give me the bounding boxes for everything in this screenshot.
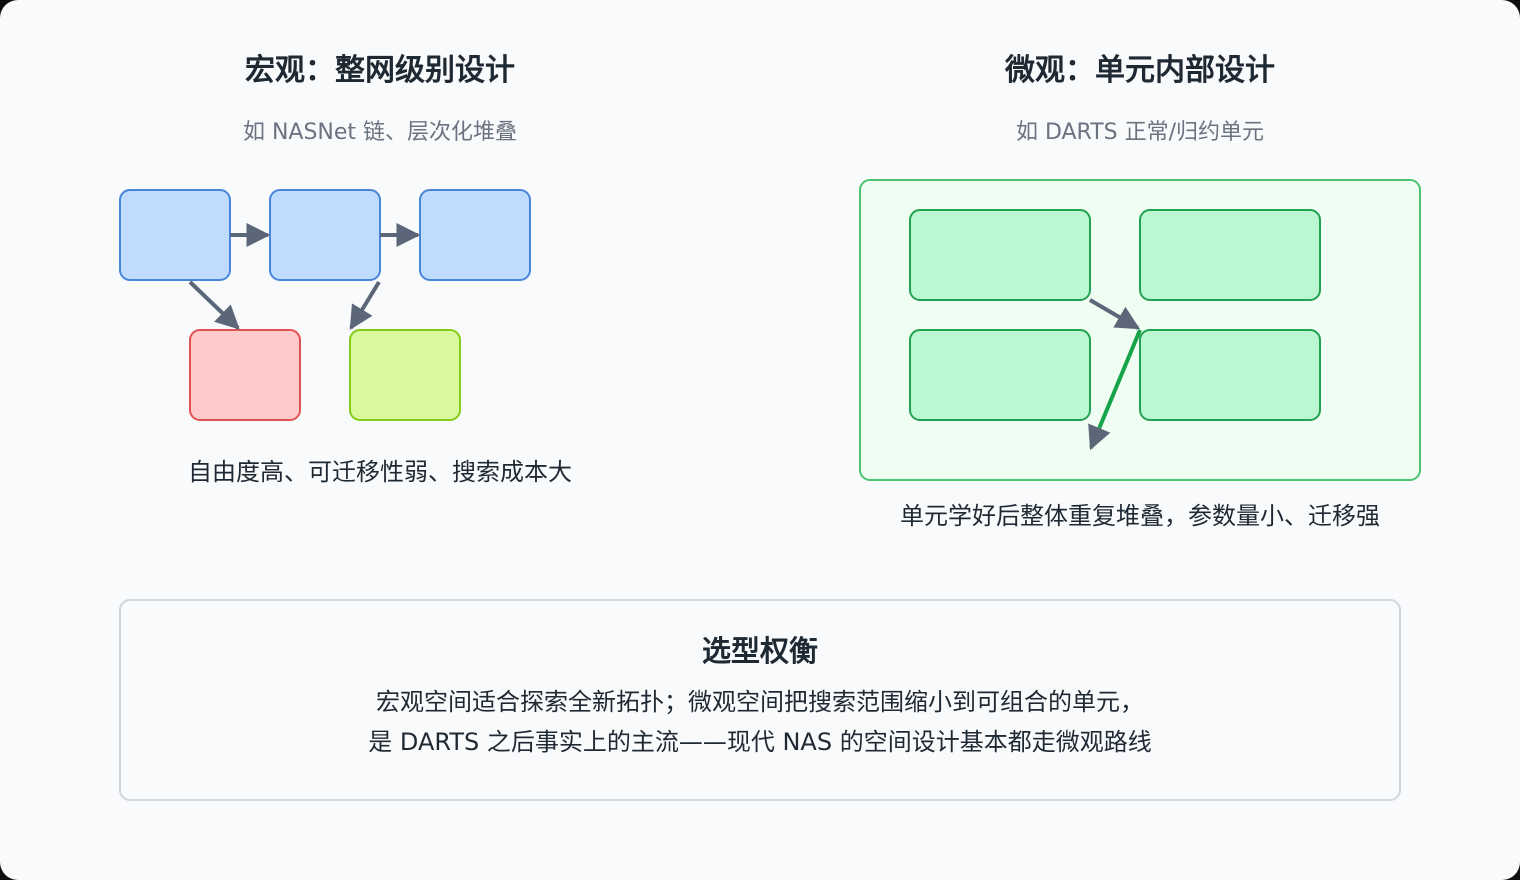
micro-node-2	[1139, 209, 1321, 301]
micro-node-3	[909, 329, 1091, 421]
micro-arrow-out	[1088, 329, 1142, 451]
macro-block-lime	[349, 329, 461, 421]
micro-arrow-in	[1088, 298, 1141, 330]
macro-title: 宏观：整网级别设计	[245, 53, 515, 88]
tradeoff-box	[119, 599, 1401, 801]
micro-title: 微观：单元内部设计	[1004, 53, 1275, 88]
tradeoff-line-2: 是 DARTS 之后事实上的主流——现代 NAS 的空间设计基本都走微观路线	[368, 728, 1151, 756]
macro-block-2	[269, 189, 381, 281]
micro-node-4	[1139, 329, 1321, 421]
tradeoff-line-1: 宏观空间适合探索全新拓扑；微观空间把搜索范围缩小到可组合的单元，	[376, 688, 1144, 716]
macro-caption: 自由度高、可迁移性弱、搜索成本大	[188, 458, 572, 486]
macro-block-red	[189, 329, 301, 421]
macro-block-1	[119, 189, 231, 281]
macro-subtitle: 如 NASNet 链、层次化堆叠	[243, 120, 517, 145]
macro-arrow-1-red	[188, 280, 240, 330]
tradeoff-title: 选型权衡	[702, 634, 818, 668]
micro-subtitle: 如 DARTS 正常/归约单元	[1016, 120, 1264, 145]
macro-block-3	[419, 189, 531, 281]
macro-arrow-2-lime	[349, 280, 381, 331]
micro-caption: 单元学好后整体重复堆叠，参数量小、迁移强	[900, 502, 1380, 530]
micro-node-1	[909, 209, 1091, 301]
